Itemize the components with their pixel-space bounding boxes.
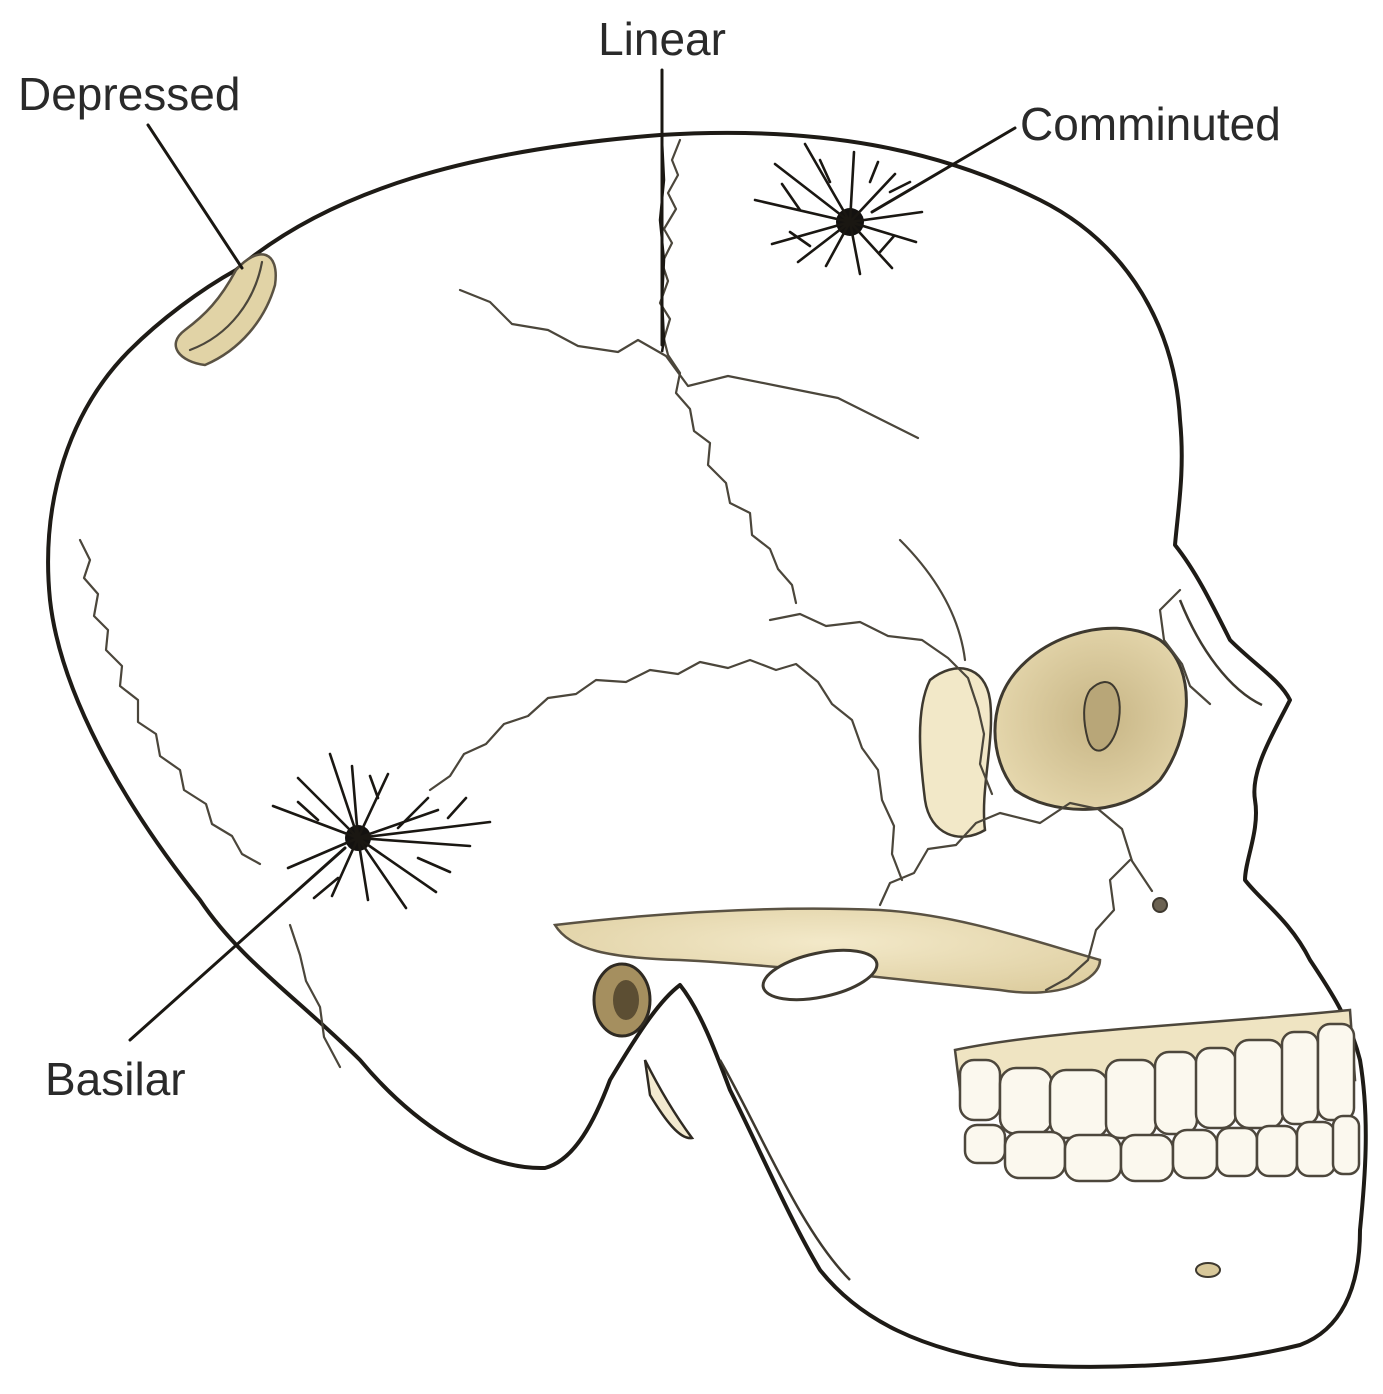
- basilar-leader: [130, 848, 345, 1040]
- lambdoid-suture: [80, 540, 260, 864]
- tooth: [1065, 1135, 1121, 1181]
- leader-lines: [130, 70, 1015, 1040]
- tooth: [1050, 1070, 1108, 1138]
- tooth: [1235, 1040, 1283, 1128]
- depressed-leader: [148, 125, 242, 268]
- tooth: [1282, 1032, 1318, 1124]
- styloid-process: [645, 1060, 692, 1138]
- postorbital-bar: [920, 668, 991, 836]
- mental-foramen: [1196, 1263, 1220, 1277]
- tooth: [1297, 1122, 1335, 1176]
- tooth: [1196, 1048, 1236, 1128]
- tooth: [1000, 1068, 1052, 1134]
- fracture-comminuted: [755, 144, 922, 274]
- tooth: [1005, 1132, 1065, 1178]
- comminuted-radiating-cracks: [755, 144, 922, 274]
- tooth: [1257, 1126, 1297, 1176]
- label-linear: Linear: [598, 13, 726, 65]
- tooth: [1106, 1060, 1156, 1138]
- squamosal-suture: [430, 660, 902, 880]
- label-comminuted: Comminuted: [1020, 98, 1281, 150]
- tooth: [1333, 1116, 1359, 1174]
- tooth: [1121, 1135, 1173, 1181]
- tooth: [965, 1125, 1005, 1163]
- mandible-edge: [720, 1060, 850, 1280]
- label-basilar: Basilar: [45, 1053, 186, 1105]
- ear-canal-inner: [613, 980, 639, 1020]
- comminuted-leader: [872, 128, 1015, 212]
- temporal-ridge: [900, 540, 965, 660]
- coronal-suture: [660, 140, 796, 603]
- skull: [48, 133, 1366, 1367]
- tooth: [1155, 1052, 1197, 1134]
- tooth: [1318, 1024, 1354, 1120]
- label-depressed: Depressed: [18, 68, 240, 120]
- parietal-suture-lower: [290, 925, 340, 1067]
- tooth: [960, 1060, 1000, 1120]
- frontal-fracture-line: [460, 290, 918, 438]
- infraorbital-foramen: [1153, 898, 1167, 912]
- tooth: [1217, 1128, 1257, 1176]
- teeth-upper: [955, 1010, 1355, 1138]
- tooth: [1173, 1130, 1217, 1178]
